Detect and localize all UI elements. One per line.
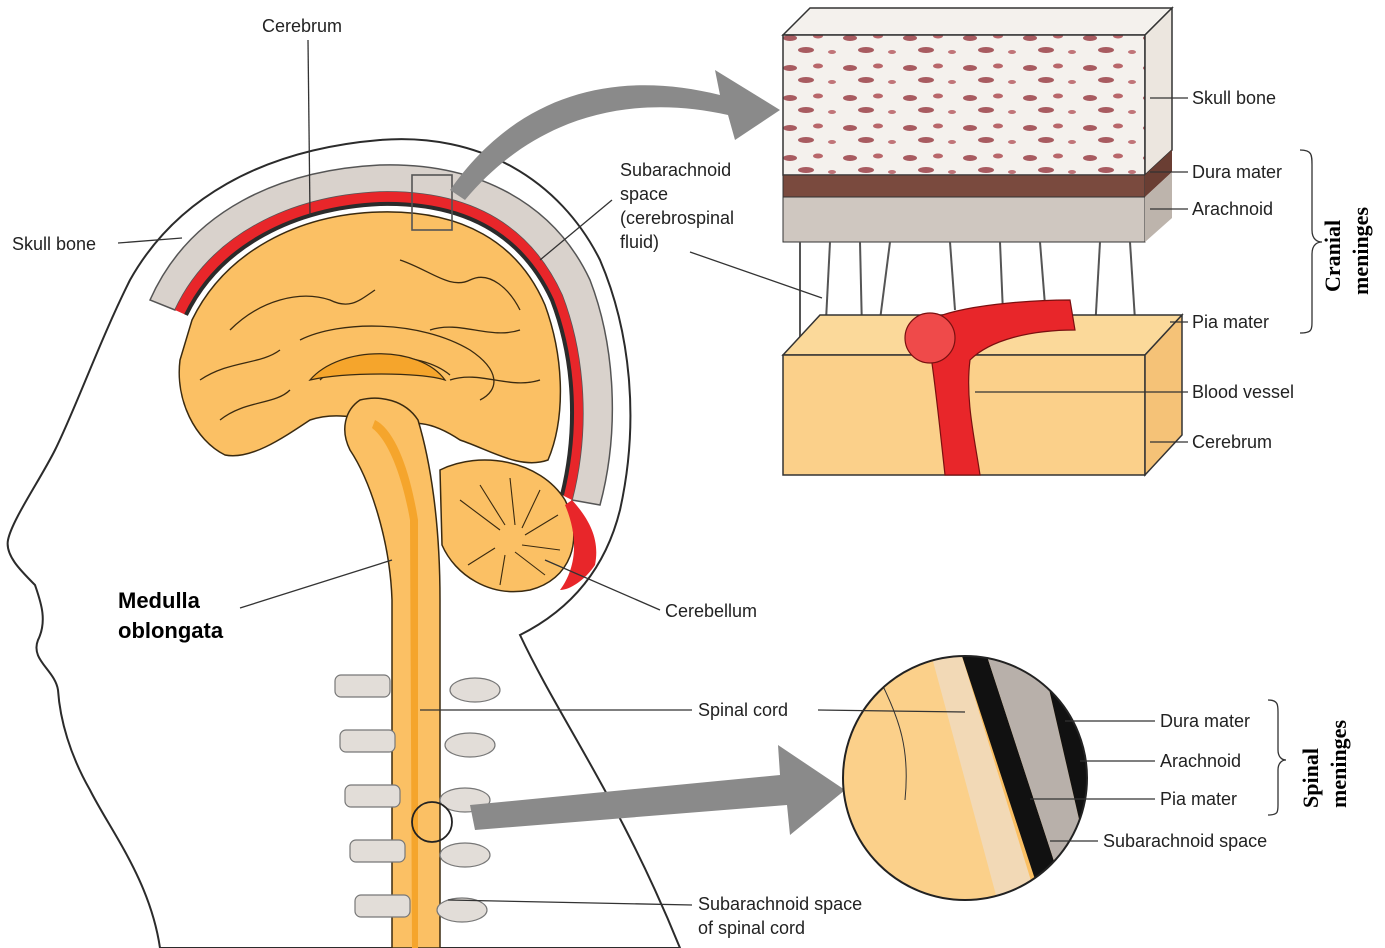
head-sagittal-section [8, 139, 680, 948]
cranial-arachnoid-layer [783, 197, 1145, 242]
label-subarachnoid-line4: fluid) [620, 232, 659, 252]
label-subarachnoid-spinal-line2: of spinal cord [698, 918, 805, 938]
spinal-detail-circle [840, 650, 1100, 910]
cranial-label-arachnoid: Arachnoid [1192, 199, 1273, 219]
label-subarachnoid-line2: space [620, 184, 668, 204]
spinal-label-arachnoid: Arachnoid [1160, 751, 1241, 771]
cranial-dura-layer [783, 175, 1145, 197]
label-medulla-line2: oblongata [118, 618, 224, 643]
label-subarachnoid-line3: (cerebrospinal [620, 208, 734, 228]
cranial-detail-block [783, 8, 1182, 475]
cranial-label-pia-mater: Pia mater [1192, 312, 1269, 332]
label-skull-bone-left: Skull bone [12, 234, 96, 254]
cranial-meninges-label-line1: Cranial [1320, 220, 1345, 292]
label-cerebrum-top: Cerebrum [262, 16, 342, 36]
label-medulla-line1: Medulla [118, 588, 201, 613]
spinal-meninges-label-line1: Spinal [1298, 748, 1323, 808]
label-subarachnoid-spinal-line1: Subarachnoid space [698, 894, 862, 914]
cranial-label-cerebrum: Cerebrum [1192, 432, 1272, 452]
spinal-label-subarachnoid-space: Subarachnoid space [1103, 831, 1267, 851]
cranial-label-skull-bone: Skull bone [1192, 88, 1276, 108]
label-cerebellum: Cerebellum [665, 601, 757, 621]
cranial-label-dura-mater: Dura mater [1192, 162, 1282, 182]
spinal-label-pia-mater: Pia mater [1160, 789, 1237, 809]
cranial-label-blood-vessel: Blood vessel [1192, 382, 1294, 402]
label-spinal-cord: Spinal cord [698, 700, 788, 720]
spinal-meninges-brace [1268, 700, 1286, 815]
spinal-meninges-label-line2: meninges [1326, 720, 1351, 808]
cranial-meninges-brace [1300, 150, 1322, 333]
cranial-meninges-label-line2: meninges [1348, 207, 1373, 295]
label-subarachnoid-line1: Subarachnoid [620, 160, 731, 180]
spinal-label-dura-mater: Dura mater [1160, 711, 1250, 731]
